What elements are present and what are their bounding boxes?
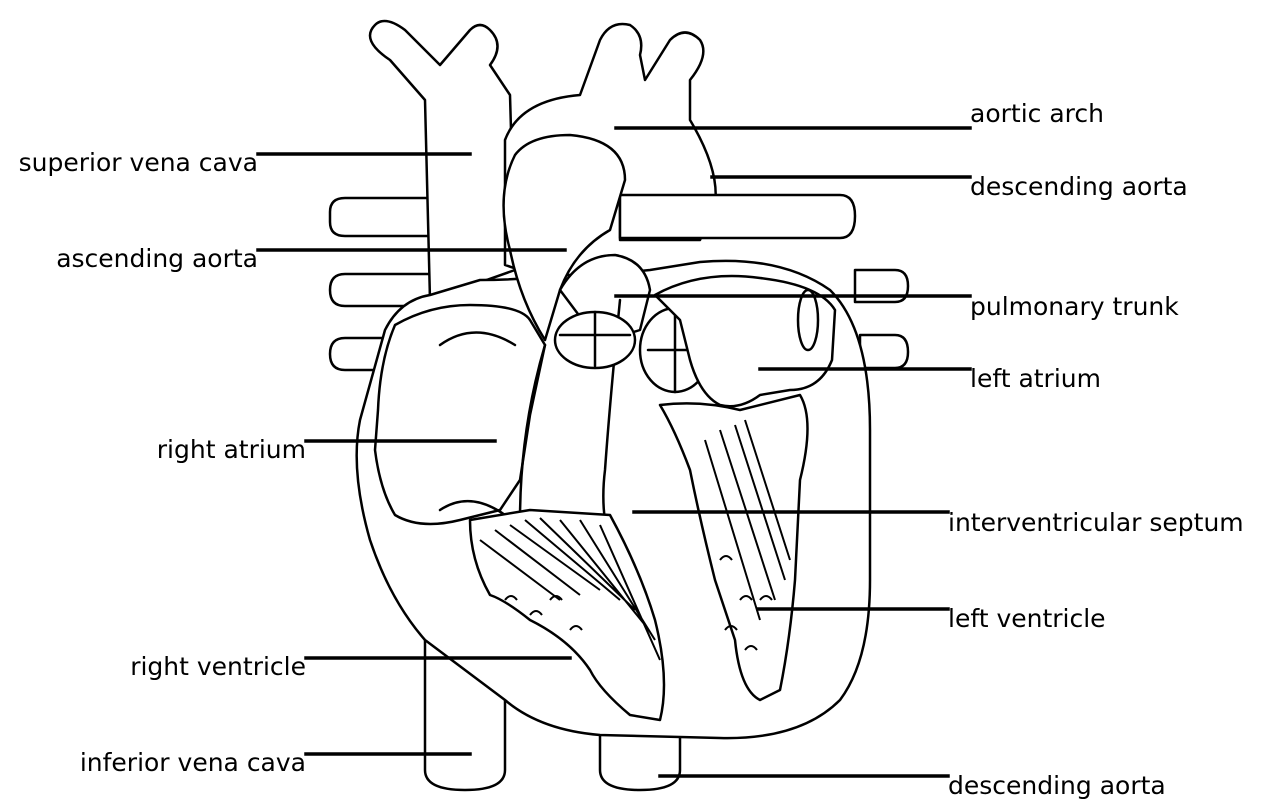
label-left-ventricle: left ventricle [948,606,1106,631]
label-pulmonary-trunk: pulmonary trunk [970,294,1179,319]
label-aortic-arch: aortic arch [970,101,1104,126]
label-right-ventricle: right ventricle [0,654,306,679]
label-descending-aorta-lower: descending aorta [948,773,1166,798]
label-right-atrium: right atrium [0,437,306,462]
label-superior-vena-cava: superior vena cava [0,150,258,175]
label-interventricular-septum: interventricular septum [948,510,1244,535]
label-ascending-aorta: ascending aorta [0,246,258,271]
label-descending-aorta-upper: descending aorta [970,174,1188,199]
right-pulmonary-band [620,195,855,238]
label-inferior-vena-cava: inferior vena cava [0,750,306,775]
label-left-atrium: left atrium [970,366,1101,391]
pulmonary-valve [555,312,635,368]
superior-vena-cava-vessel [370,21,515,300]
